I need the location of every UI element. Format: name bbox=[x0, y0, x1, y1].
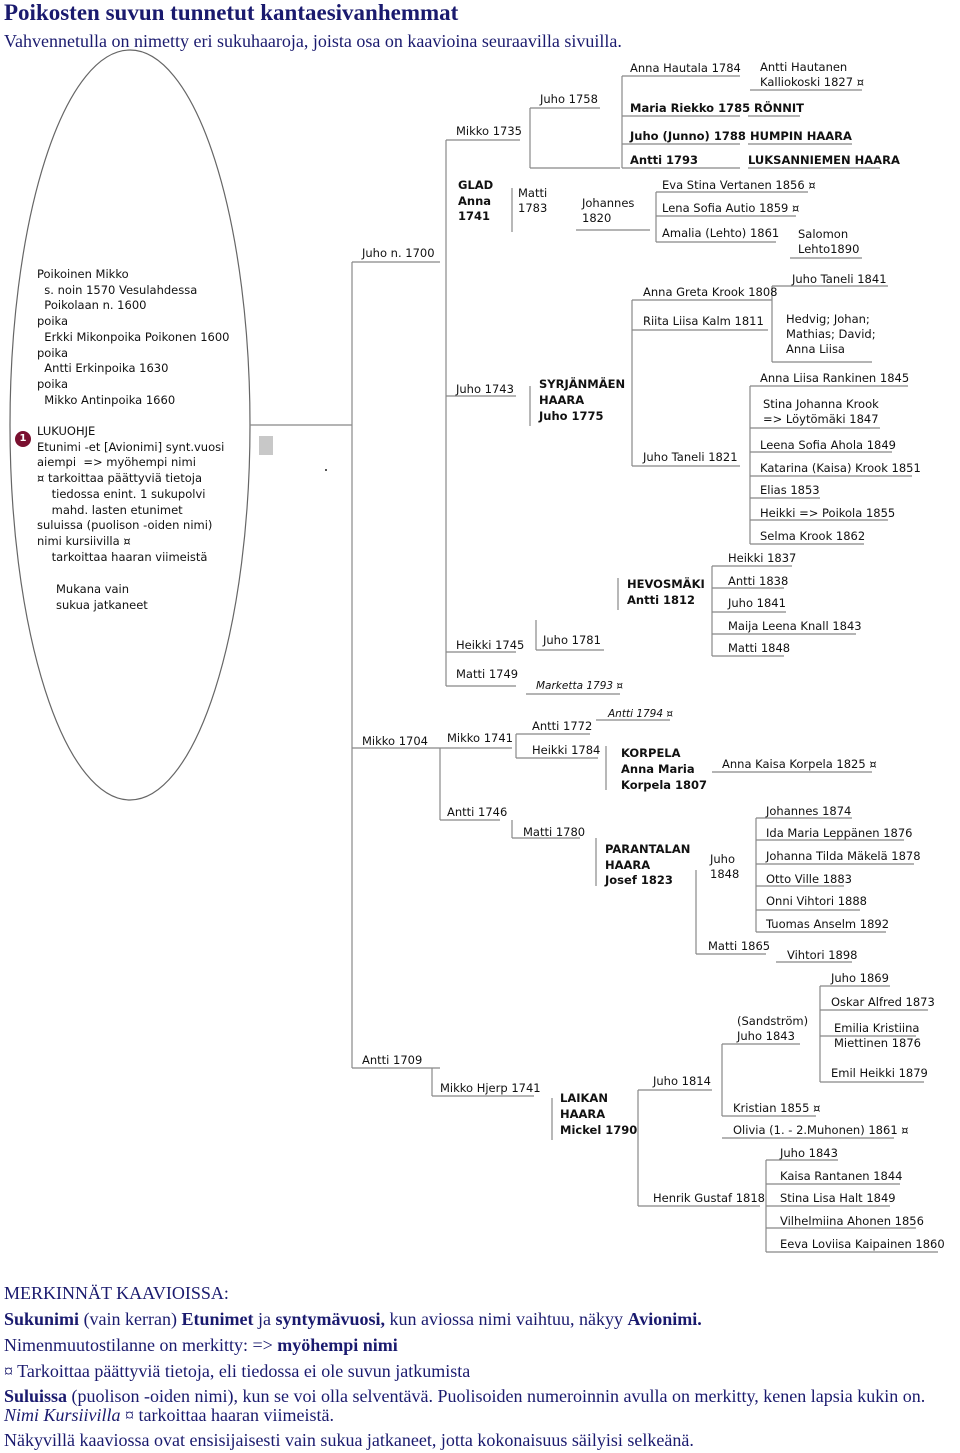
node-amalia: Amalia (Lehto) 1861 bbox=[662, 226, 780, 240]
legend: MERKINNÄT KAAVIOISSA: Sukunimi (vain ker… bbox=[4, 1283, 959, 1451]
node-heikki-poikola: Heikki => Poikola 1855 bbox=[760, 506, 896, 520]
node-otto-ville: Otto Ville 1883 bbox=[766, 872, 852, 886]
node-mikko-1704: Mikko 1704 bbox=[362, 734, 428, 748]
node-mikko-1741: Mikko 1741 bbox=[447, 731, 513, 745]
node-juho-1814: Juho 1814 bbox=[653, 1074, 711, 1088]
node-antti-1772: Antti 1772 bbox=[532, 719, 593, 733]
node-juho-1743: Juho 1743 bbox=[456, 382, 514, 396]
branch-humpin: HUMPIN HAARA bbox=[750, 129, 852, 143]
node-antti-1709: Antti 1709 bbox=[362, 1053, 423, 1067]
node-kristian: Kristian 1855 ¤ bbox=[733, 1101, 821, 1115]
legend-line-4: Suluissa (puolison -oiden nimi), kun se … bbox=[4, 1386, 926, 1425]
node-olivia: Olivia (1. - 2.Muhonen) 1861 ¤ bbox=[733, 1123, 909, 1137]
node-oskar-alfred: Oskar Alfred 1873 bbox=[831, 995, 935, 1009]
node-vilhelmiina: Vilhelmiina Ahonen 1856 bbox=[780, 1214, 924, 1228]
node-matti-1749: Matti 1749 bbox=[456, 667, 519, 681]
node-juho-1843-b: Juho 1843 bbox=[780, 1146, 838, 1160]
node-juho-1758: Juho 1758 bbox=[540, 92, 598, 106]
node-matti-1865: Matti 1865 bbox=[708, 939, 771, 953]
node-antti-1746: Antti 1746 bbox=[447, 805, 508, 819]
node-heikki-1745: Heikki 1745 bbox=[456, 638, 525, 652]
node-johannes-1874: Johannes 1874 bbox=[766, 804, 852, 818]
node-sandstrom-juho: (Sandström) Juho 1843 bbox=[737, 1014, 809, 1043]
branch-syrjanmaen: SYRJÄNMÄEN HAARA Juho 1775 bbox=[539, 377, 626, 423]
legend-line-3: ¤ Tarkoittaa päättyviä tietoja, eli tied… bbox=[4, 1361, 471, 1381]
reading-guide-badge: 1 bbox=[15, 431, 31, 447]
node-antti-1794: Antti 1794 ¤ bbox=[608, 708, 674, 720]
node-henrik-gustaf: Henrik Gustaf 1818 bbox=[653, 1191, 765, 1205]
node-maria-riekko: Maria Riekko 1785 bbox=[630, 101, 751, 115]
node-katarina: Katarina (Kaisa) Krook 1851 bbox=[760, 461, 921, 475]
node-anna-liisa-rankinen: Anna Liisa Rankinen 1845 bbox=[760, 371, 910, 385]
node-juho-taneli-1841: Juho Taneli 1841 bbox=[792, 272, 887, 286]
node-juho-junno: Juho (Junno) 1788 bbox=[630, 129, 746, 143]
node-juho-taneli-1821: Juho Taneli 1821 bbox=[643, 450, 738, 464]
node-mikko-1735: Mikko 1735 bbox=[456, 124, 522, 138]
node-kaisa-rantanen: Kaisa Rantanen 1844 bbox=[780, 1169, 903, 1183]
node-lena-sofia: Lena Sofia Autio 1859 ¤ bbox=[662, 201, 800, 215]
node-elias: Elias 1853 bbox=[760, 483, 820, 497]
node-heikki-1784: Heikki 1784 bbox=[532, 743, 601, 757]
family-tree-diagram bbox=[9, 49, 938, 1253]
node-eva-stina: Eva Stina Vertanen 1856 ¤ bbox=[662, 178, 816, 192]
node-emilia-kristiina: Emilia Kristiina Miettinen 1876 bbox=[834, 1021, 921, 1050]
node-tuomas-anselm: Tuomas Anselm 1892 bbox=[766, 917, 890, 931]
node-juho-1781: Juho 1781 bbox=[543, 633, 601, 647]
branch-hevosmaki: HEVOSMÄKI Antti 1812 bbox=[627, 577, 705, 607]
node-stina-lisa: Stina Lisa Halt 1849 bbox=[780, 1191, 896, 1205]
branch-korpela: KORPELA Anna Maria Korpela 1807 bbox=[621, 746, 708, 792]
branch-luksanniemen: LUKSANNIEMEN HAARA bbox=[748, 153, 900, 167]
node-antti-1838: Antti 1838 bbox=[728, 574, 789, 588]
node-anna-kaisa-korpela: Anna Kaisa Korpela 1825 ¤ bbox=[722, 757, 877, 771]
node-antti-1793: Antti 1793 bbox=[630, 153, 699, 167]
branch-parantalan: PARANTALAN HAARA Josef 1823 bbox=[605, 842, 691, 887]
node-ida-maria: Ida Maria Leppänen 1876 bbox=[766, 826, 913, 840]
node-matti-1783: Matti 1783 bbox=[518, 186, 548, 215]
node-leena-sofia: Leena Sofia Ahola 1849 bbox=[760, 438, 896, 452]
branch-glad: GLAD Anna 1741 bbox=[458, 178, 494, 223]
node-anna-hautala: Anna Hautala 1784 bbox=[630, 61, 741, 75]
node-anna-greta: Anna Greta Krook 1808 bbox=[643, 285, 778, 299]
node-maija-leena: Maija Leena Knall 1843 bbox=[728, 619, 862, 633]
legend-line-2: Nimenmuutostilanne on merkitty: => myöhe… bbox=[4, 1335, 398, 1355]
node-vihtori-1898: Vihtori 1898 bbox=[787, 948, 858, 962]
legend-line-5: Näkyvillä kaaviossa ovat ensisijaisesti … bbox=[4, 1430, 694, 1450]
node-stina-johanna: Stina Johanna Krook => Löytömäki 1847 bbox=[763, 397, 879, 426]
node-riita-liisa: Riita Liisa Kalm 1811 bbox=[643, 314, 764, 328]
node-salomon: Salomon Lehto1890 bbox=[798, 227, 860, 256]
node-matti-1780: Matti 1780 bbox=[523, 825, 586, 839]
ancestor-lineage: Poikoinen Mikko s. noin 1570 Vesulahdess… bbox=[37, 267, 230, 407]
node-juho-1700: Juho n. 1700 bbox=[362, 246, 435, 260]
page-title: Poikosten suvun tunnetut kantaesivanhemm… bbox=[4, 0, 459, 25]
stray-dot bbox=[325, 469, 327, 471]
node-marketta: Marketta 1793 ¤ bbox=[536, 680, 624, 692]
node-heikki-1837: Heikki 1837 bbox=[728, 551, 797, 565]
node-eeva-loviisa: Eeva Loviisa Kaipainen 1860 bbox=[780, 1237, 945, 1251]
node-juho-1869: Juho 1869 bbox=[831, 971, 889, 985]
reading-guide: LUKUOHJE Etunimi -et [Avionimi] synt.vuo… bbox=[37, 424, 225, 564]
node-matti-1848: Matti 1848 bbox=[728, 641, 791, 655]
node-mikko-hjerp: Mikko Hjerp 1741 bbox=[440, 1081, 541, 1095]
node-onni-vihtori: Onni Vihtori 1888 bbox=[766, 894, 867, 908]
node-antti-kalliokoski: Antti Hautanen Kalliokoski 1827 ¤ bbox=[760, 60, 865, 89]
branch-laikan: LAIKAN HAARA Mickel 1790 bbox=[560, 1091, 638, 1137]
node-johanna-tilda: Johanna Tilda Mäkelä 1878 bbox=[766, 849, 921, 863]
legend-line-1: Sukunimi (vain kerran) Etunimet ja synty… bbox=[4, 1309, 702, 1329]
node-hedvig-siblings: Hedvig; Johan; Mathias; David; Anna Liis… bbox=[786, 312, 876, 356]
node-emil-heikki: Emil Heikki 1879 bbox=[831, 1066, 928, 1080]
oval-footer: Mukana vain sukua jatkaneet bbox=[56, 582, 148, 612]
page-subtitle: Vahvennetulla on nimetty eri sukuhaaroja… bbox=[4, 31, 622, 51]
legend-heading: MERKINNÄT KAAVIOISSA: bbox=[4, 1283, 229, 1303]
node-juho-1841: Juho 1841 bbox=[728, 596, 786, 610]
node-johannes-1820: Johannes 1820 bbox=[582, 196, 635, 225]
node-selma: Selma Krook 1862 bbox=[760, 529, 866, 543]
node-juho-1848: Juho 1848 bbox=[710, 852, 740, 881]
placeholder-box bbox=[259, 436, 273, 455]
branch-ronnit: RÖNNIT bbox=[754, 101, 805, 115]
